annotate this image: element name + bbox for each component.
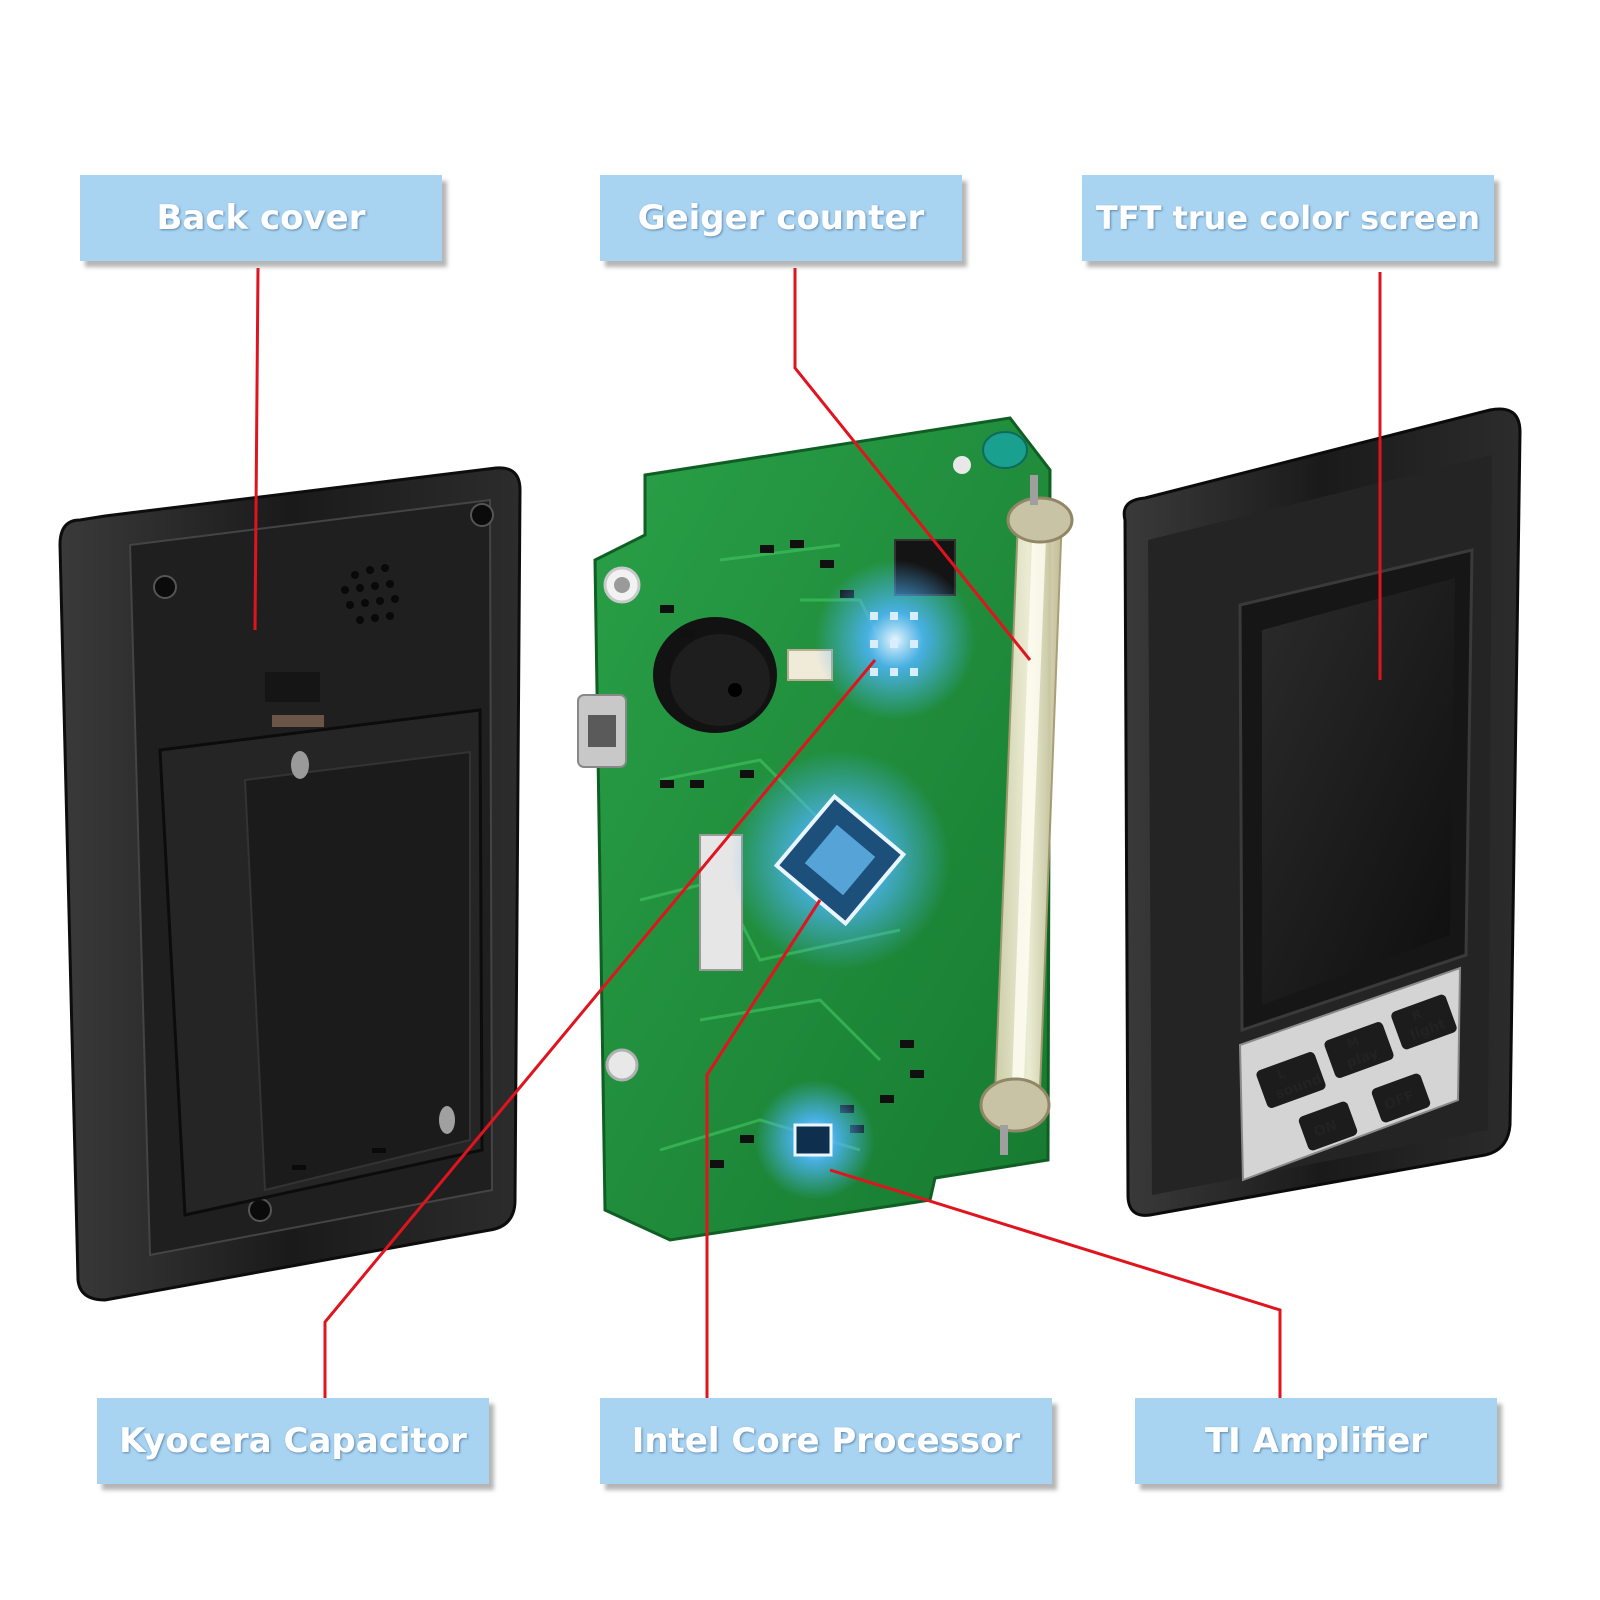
callout-ti-amplifier-label: TI Amplifier [1204, 1421, 1428, 1461]
front-device: L sound M play R light ON OFF [1122, 407, 1522, 1217]
callout-kyocera-capacitor: Kyocera Capacitor [97, 1398, 489, 1484]
processor-chip [773, 793, 907, 927]
pcb-board [577, 416, 1052, 1242]
tft-screen [1262, 578, 1455, 1005]
callout-geiger-counter-label: Geiger counter [637, 198, 925, 238]
leader-line-ti-amplifier [829, 1168, 1282, 1398]
off-button[interactable]: OFF [1370, 1072, 1431, 1124]
leader-line-kyocera-capacitor [323, 659, 877, 1398]
callout-tft-screen-label: TFT true color screen [1095, 199, 1481, 237]
leader-line-geiger-counter [793, 268, 1032, 661]
callout-intel-processor-label: Intel Core Processor [631, 1421, 1021, 1461]
buzzer [653, 617, 777, 733]
play-button[interactable]: M play [1323, 1021, 1395, 1080]
leader-lines [253, 267, 1382, 1398]
callout-geiger-counter: Geiger counter [600, 175, 962, 261]
speaker-grille [341, 564, 399, 624]
leader-line-back-cover [253, 267, 260, 631]
capacitor-component [982, 431, 1028, 469]
battery-compartment [158, 672, 484, 1217]
svg-text:M: M [1345, 1034, 1361, 1051]
amplifier-chip [793, 1123, 833, 1157]
svg-text:ON: ON [1312, 1117, 1340, 1140]
geiger-tube [979, 475, 1074, 1155]
callout-tft-screen: TFT true color screen [1082, 175, 1494, 261]
leader-line-intel-processor [705, 899, 822, 1398]
callout-ti-amplifier: TI Amplifier [1135, 1398, 1497, 1484]
back-cover-shell [58, 466, 522, 1302]
callout-back-cover: Back cover [80, 175, 442, 261]
callout-intel-processor: Intel Core Processor [600, 1398, 1052, 1484]
svg-text:R: R [1410, 1007, 1423, 1023]
callout-kyocera-capacitor-label: Kyocera Capacitor [119, 1421, 467, 1461]
callout-back-cover-label: Back cover [156, 198, 366, 238]
on-button[interactable]: ON [1297, 1100, 1358, 1152]
